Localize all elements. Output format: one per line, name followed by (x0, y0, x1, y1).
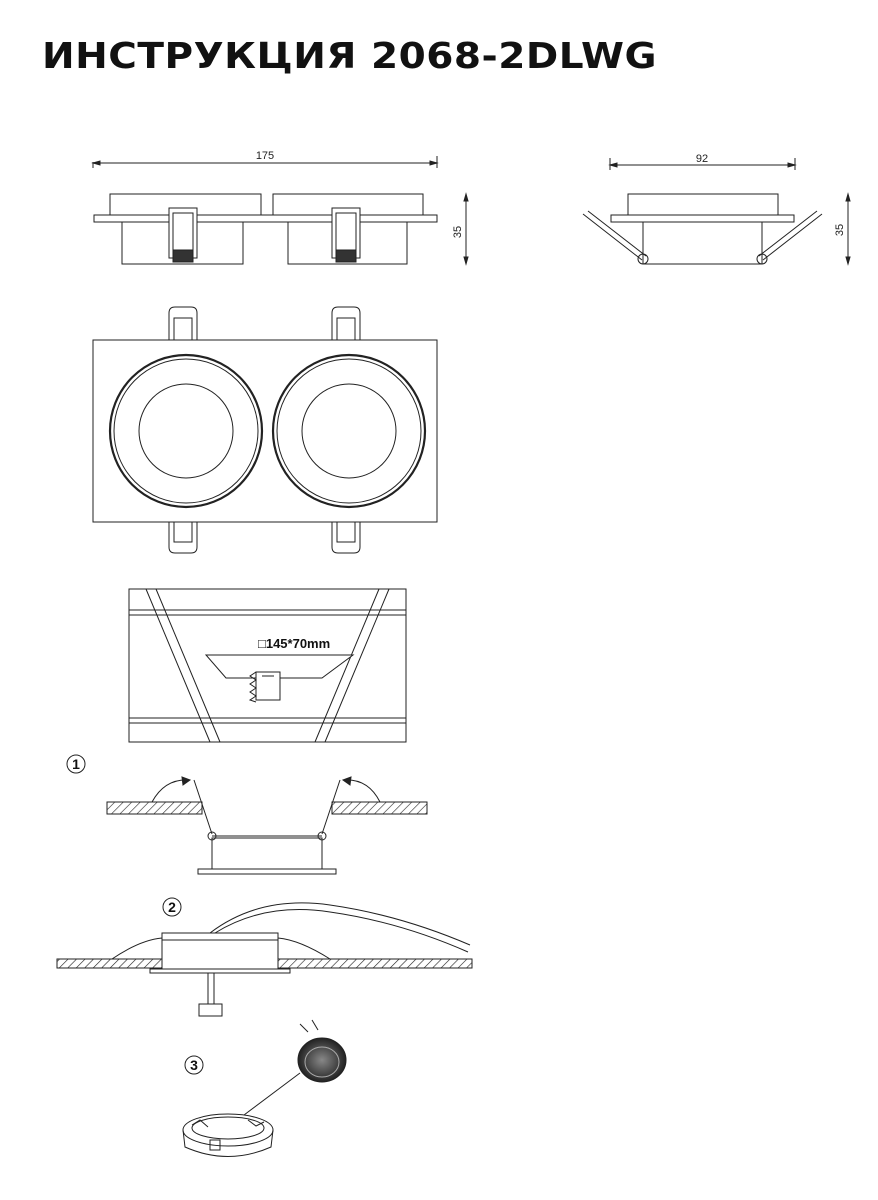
dimension-label-35-front: 35 (452, 226, 464, 238)
step-3-number: 3 (190, 1057, 198, 1073)
lamp-ring-left (108, 353, 264, 509)
bulb-icon (297, 1019, 347, 1083)
side-view: 92 35 (582, 153, 851, 266)
spring-clip-left (168, 207, 198, 263)
step-1-badge (66, 754, 86, 774)
width-dimension-175: 175 (91, 150, 439, 168)
dimension-label-35-side: 35 (834, 224, 846, 236)
step-2-diagram: 2 (56, 897, 473, 1017)
step-1-number: 1 (72, 756, 80, 772)
width-dimension-92: 92 (608, 153, 797, 170)
height-dimension-35-front: 35 (452, 192, 469, 266)
step-1-diagram: 1 (66, 754, 428, 875)
dimension-label-175: 175 (256, 150, 274, 162)
step-3-diagram: 3 (182, 1019, 347, 1157)
lamp-ring-right (271, 353, 427, 509)
spring-clip-right (331, 207, 361, 263)
height-dimension-35-side: 35 (834, 192, 851, 266)
lamp-holder (182, 1113, 274, 1157)
front-view: 175 35 (91, 150, 469, 266)
top-view (92, 306, 438, 554)
cutout-size-label: □145*70mm (258, 636, 330, 651)
page-title: ИНСТРУКЦИЯ 2068-2DLWG (42, 36, 658, 78)
dimension-label-92: 92 (696, 153, 708, 165)
step-2-number: 2 (168, 899, 176, 915)
ceiling-cutout-diagram: □145*70mm (128, 588, 407, 743)
saw-icon (248, 671, 281, 703)
